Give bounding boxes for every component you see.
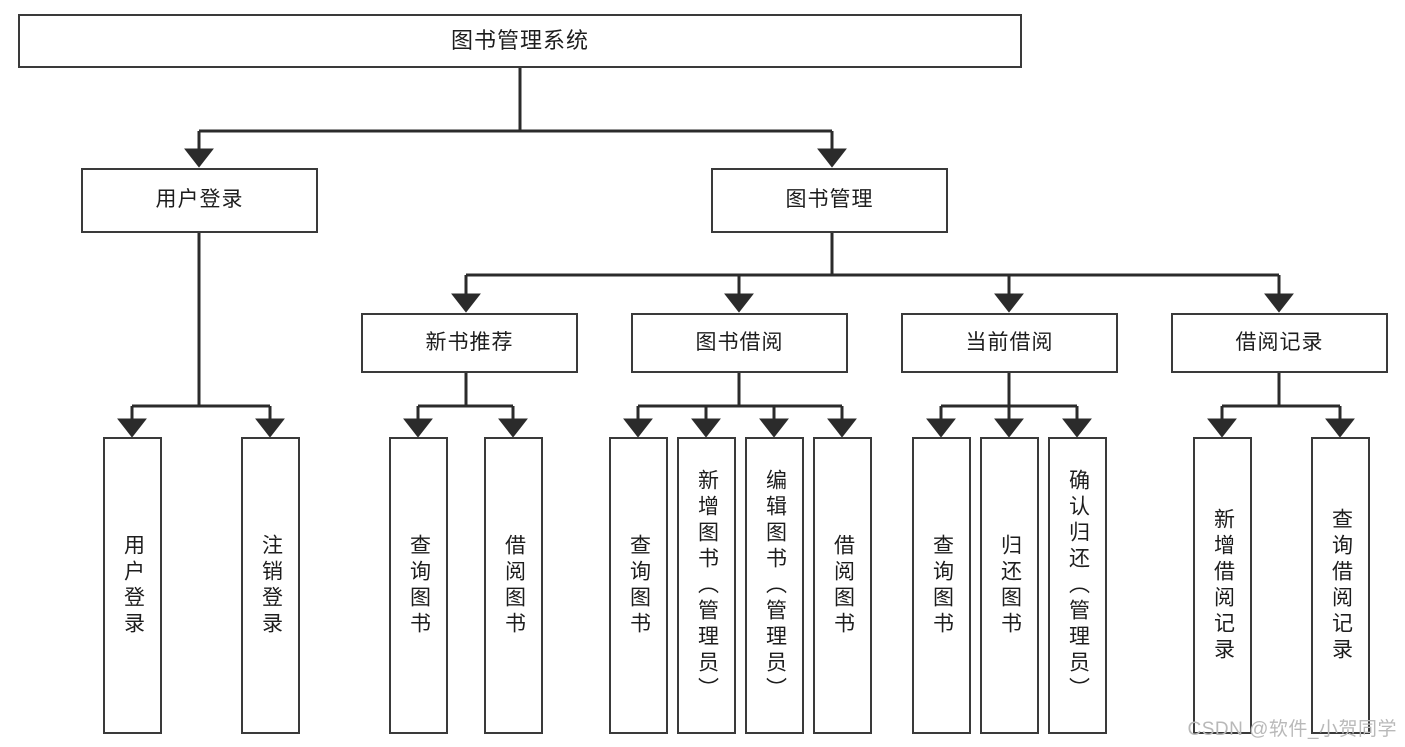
- node-label: 查询图书: [930, 533, 954, 638]
- node-book-borrow[interactable]: 图书借阅: [631, 313, 848, 373]
- node-root-system[interactable]: 图书管理系统: [18, 14, 1022, 68]
- leaf-current-confirm-return-admin[interactable]: 确认归还（管理员）: [1048, 437, 1107, 734]
- node-user-login[interactable]: 用户登录: [81, 168, 318, 233]
- node-borrow-records[interactable]: 借阅记录: [1171, 313, 1388, 373]
- node-label: 借阅图书: [831, 533, 855, 638]
- node-current-borrow[interactable]: 当前借阅: [901, 313, 1118, 373]
- leaf-records-add-record[interactable]: 新增借阅记录: [1193, 437, 1252, 734]
- leaf-borrow-borrow-book[interactable]: 借阅图书: [813, 437, 872, 734]
- leaf-recommend-query-book[interactable]: 查询图书: [389, 437, 448, 734]
- node-label: 新书推荐: [425, 330, 514, 354]
- watermark-text: CSDN @软件_小贺同学: [1187, 719, 1397, 740]
- node-label: 图书管理系统: [450, 28, 589, 54]
- node-label: 新增图书（管理员）: [695, 468, 719, 703]
- node-label: 查询借阅记录: [1329, 507, 1353, 664]
- node-label: 当前借阅: [965, 330, 1054, 354]
- leaf-records-query-record[interactable]: 查询借阅记录: [1311, 437, 1370, 734]
- node-label: 查询图书: [407, 533, 431, 638]
- node-label: 归还图书: [998, 533, 1022, 638]
- node-label: 确认归还（管理员）: [1066, 468, 1090, 703]
- node-label: 用户登录: [121, 533, 145, 638]
- node-label: 图书借阅: [695, 330, 784, 354]
- leaf-borrow-add-book-admin[interactable]: 新增图书（管理员）: [677, 437, 736, 734]
- leaf-borrow-query-book[interactable]: 查询图书: [609, 437, 668, 734]
- node-book-management[interactable]: 图书管理: [711, 168, 948, 233]
- node-label: 新增借阅记录: [1211, 507, 1235, 664]
- leaf-current-return-book[interactable]: 归还图书: [980, 437, 1039, 734]
- node-label: 编辑图书（管理员）: [763, 468, 787, 703]
- node-label: 借阅记录: [1235, 330, 1324, 354]
- node-label: 注销登录: [259, 533, 283, 638]
- node-label: 图书管理: [785, 188, 874, 212]
- leaf-borrow-edit-book-admin[interactable]: 编辑图书（管理员）: [745, 437, 804, 734]
- leaf-current-query-book[interactable]: 查询图书: [912, 437, 971, 734]
- node-new-book-recommend[interactable]: 新书推荐: [361, 313, 578, 373]
- leaf-user-login-login[interactable]: 用户登录: [103, 437, 162, 734]
- leaf-recommend-borrow-book[interactable]: 借阅图书: [484, 437, 543, 734]
- node-label: 用户登录: [155, 188, 244, 212]
- node-label: 借阅图书: [502, 533, 526, 638]
- node-label: 查询图书: [627, 533, 651, 638]
- leaf-user-login-logout[interactable]: 注销登录: [241, 437, 300, 734]
